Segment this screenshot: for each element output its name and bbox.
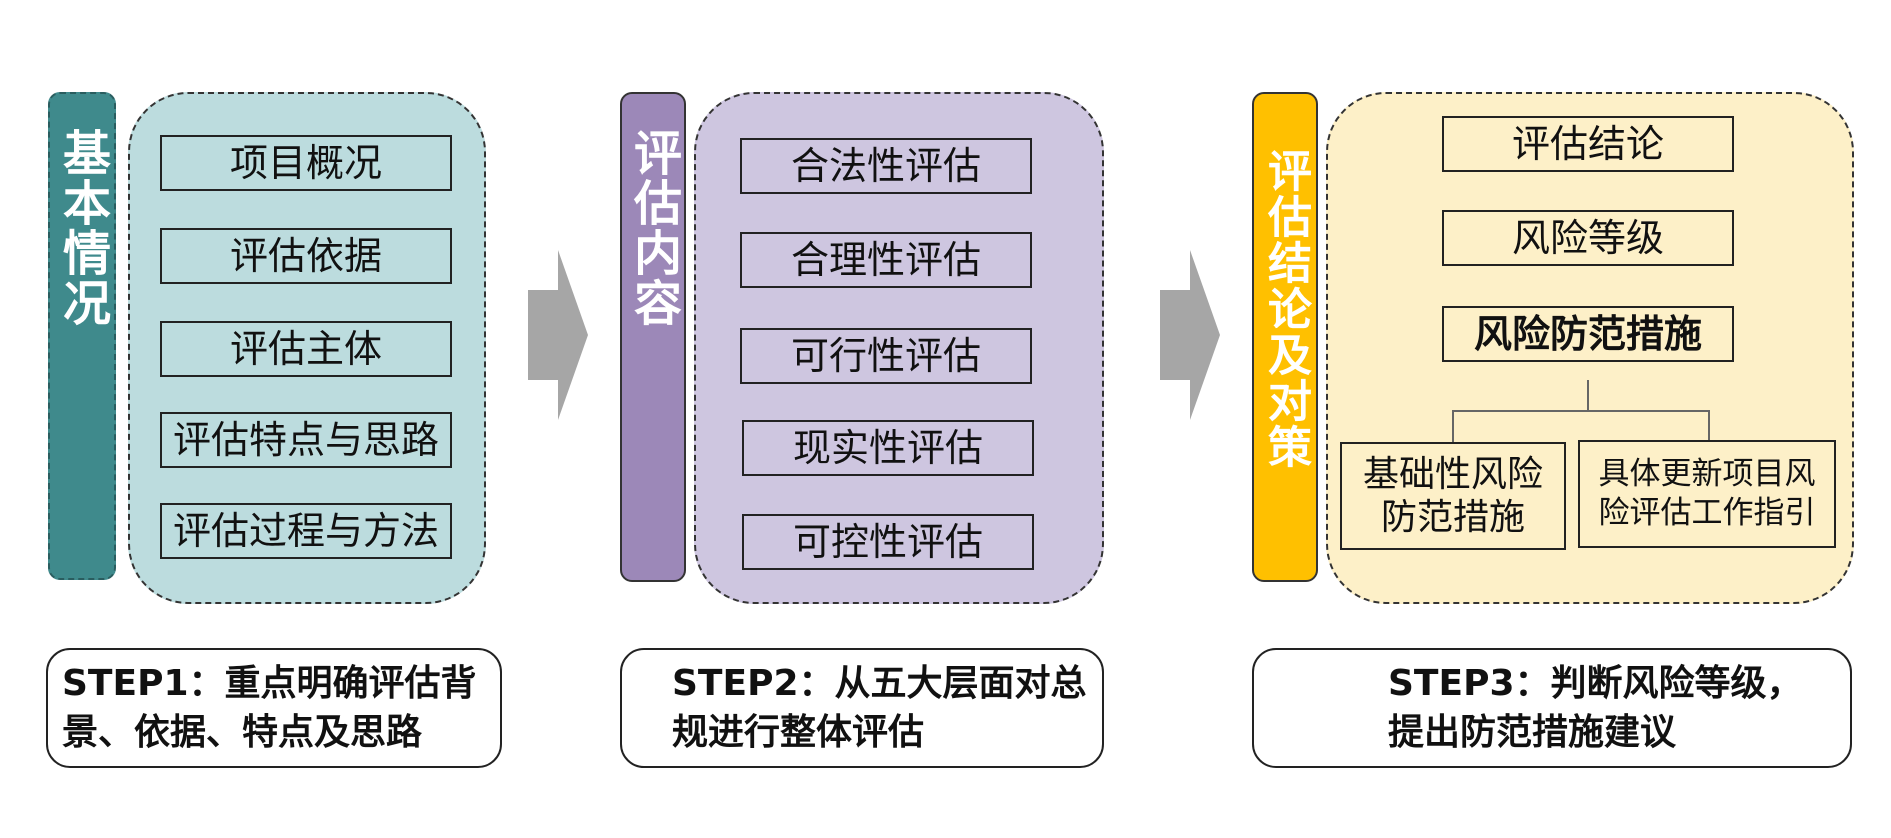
step2-box: STEP2：从五大层面对总 规进行整体评估 [620,648,1104,768]
step2-line1: STEP2：从五大层面对总 [672,663,1087,704]
item-assessment-basis: 评估依据 [160,228,452,284]
step3-box: STEP3：判断风险等级， 提出防范措施建议 [1252,648,1852,768]
right-arrow-icon [1160,250,1220,420]
right-arrow-icon [528,250,588,420]
item-practicality: 现实性评估 [742,420,1034,476]
connector-right [1708,410,1710,440]
item-feasibility: 可行性评估 [740,328,1032,384]
connector-vertical-main [1587,380,1589,412]
conclusion-bar-label: 评估结论及对策 [1260,148,1311,470]
item-conclusion: 评估结论 [1442,116,1734,172]
item-risk-prevention: 风险防范措施 [1442,306,1734,362]
conclusion-bar: 评估结论及对策 [1252,92,1318,582]
step2-line2: 规进行整体评估 [672,711,925,753]
item-rationality: 合理性评估 [740,232,1032,288]
assessment-content-bar-label: 评估内容 [625,128,681,328]
basic-info-bar: 基本情况 [48,92,116,580]
basic-info-bar-label: 基本情况 [54,128,110,328]
step3-line1: STEP3：判断风险等级， [1388,663,1803,704]
assessment-content-bar: 评估内容 [620,92,686,582]
item-assessment-process: 评估过程与方法 [160,503,452,559]
step1-line2: 景、依据、特点及思路 [62,711,423,753]
item-controllability: 可控性评估 [742,514,1034,570]
item-assessment-features: 评估特点与思路 [160,412,452,468]
step1-box: STEP1：重点明确评估背 景、依据、特点及思路 [46,648,502,768]
item-legality: 合法性评估 [740,138,1032,194]
step3-line2: 提出防范措施建议 [1388,711,1677,753]
item-project-overview: 项目概况 [160,135,452,191]
step1-line1: STEP1：重点明确评估背 [62,663,477,704]
connector-horizontal [1452,410,1710,412]
connector-left [1452,410,1454,442]
item-basic-risk-prevention: 基础性风险防范措施 [1340,442,1566,550]
item-specific-project-guidance: 具体更新项目风险评估工作指引 [1578,440,1836,548]
item-risk-level: 风险等级 [1442,210,1734,266]
item-assessment-subject: 评估主体 [160,321,452,377]
